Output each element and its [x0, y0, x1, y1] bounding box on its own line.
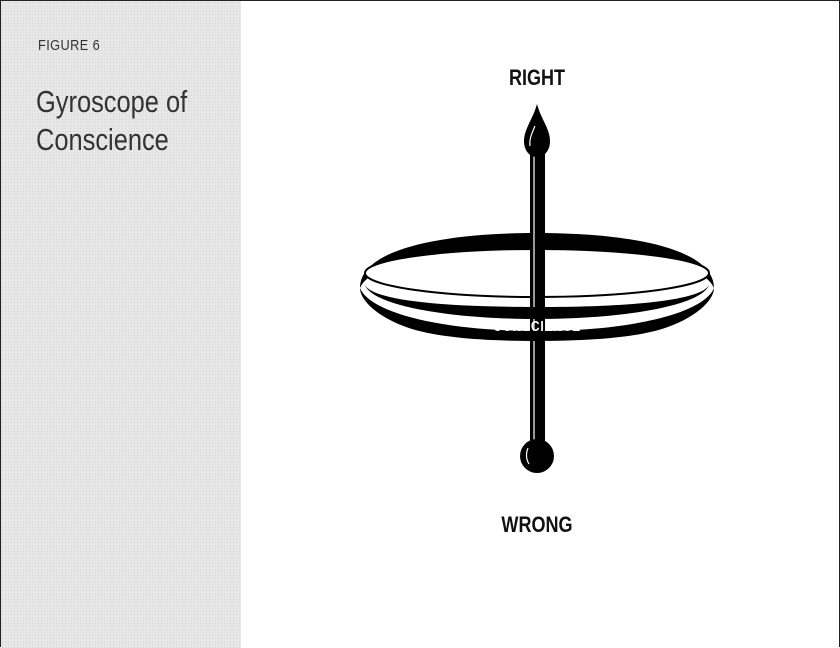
- bottom-ball: [520, 439, 554, 473]
- right-label: RIGHT: [509, 66, 566, 90]
- figure-number-label: FIGURE 6: [38, 37, 100, 54]
- gyroscope-diagram: RIGHT CONSCIENCE WRONG: [242, 1, 838, 648]
- figure-title: Gyroscope of Conscience: [36, 83, 200, 159]
- axis-shaft: [530, 151, 545, 453]
- conscience-ring-label: CONSCIENCE: [493, 318, 581, 335]
- up-arrow-tip: [524, 104, 550, 157]
- wrong-label: WRONG: [501, 513, 572, 537]
- sidebar-panel: FIGURE 6 Gyroscope of Conscience: [1, 1, 241, 648]
